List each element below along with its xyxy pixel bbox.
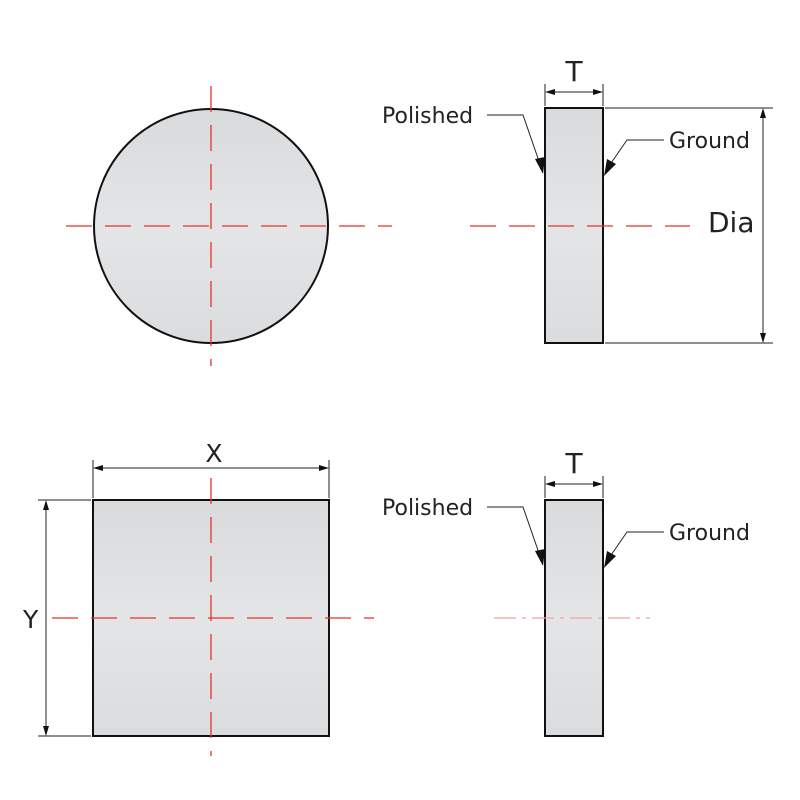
arrowhead <box>535 157 545 174</box>
arrowhead <box>545 481 555 487</box>
height-dimension: Y <box>22 499 91 737</box>
height-label: Y <box>22 605 39 634</box>
arrowhead <box>604 159 616 176</box>
arrowhead <box>93 465 103 471</box>
thickness-dimension: T <box>544 447 604 498</box>
width-label: X <box>205 439 222 468</box>
rectangular-window-front-view: X Y <box>22 439 374 756</box>
thickness-label: T <box>564 55 583 88</box>
polished-label: Polished <box>382 104 473 129</box>
round-window-side-view: T Dia Polished Ground <box>382 55 773 344</box>
ground-label: Ground <box>669 521 750 546</box>
ground-label: Ground <box>669 129 750 154</box>
arrowhead <box>604 551 616 568</box>
polished-label: Polished <box>382 496 473 521</box>
arrowhead <box>43 500 49 510</box>
arrowhead <box>593 89 603 95</box>
width-dimension: X <box>92 439 330 498</box>
ground-callout: Ground <box>604 129 750 176</box>
arrowhead <box>545 89 555 95</box>
rectangular-window-side-view: T Polished Ground <box>382 447 750 737</box>
polished-callout: Polished <box>382 496 545 566</box>
arrowhead <box>593 481 603 487</box>
arrowhead <box>43 726 49 736</box>
arrowhead <box>535 549 545 566</box>
round-window-front-view <box>66 86 392 366</box>
diameter-label: Dia <box>708 206 755 239</box>
arrowhead <box>760 108 766 118</box>
polished-callout: Polished <box>382 104 545 174</box>
arrowhead <box>319 465 329 471</box>
diameter-dimension: Dia <box>605 107 773 344</box>
thickness-dimension: T <box>544 55 604 106</box>
thickness-label: T <box>564 447 583 480</box>
arrowhead <box>760 333 766 343</box>
ground-callout: Ground <box>604 521 750 568</box>
